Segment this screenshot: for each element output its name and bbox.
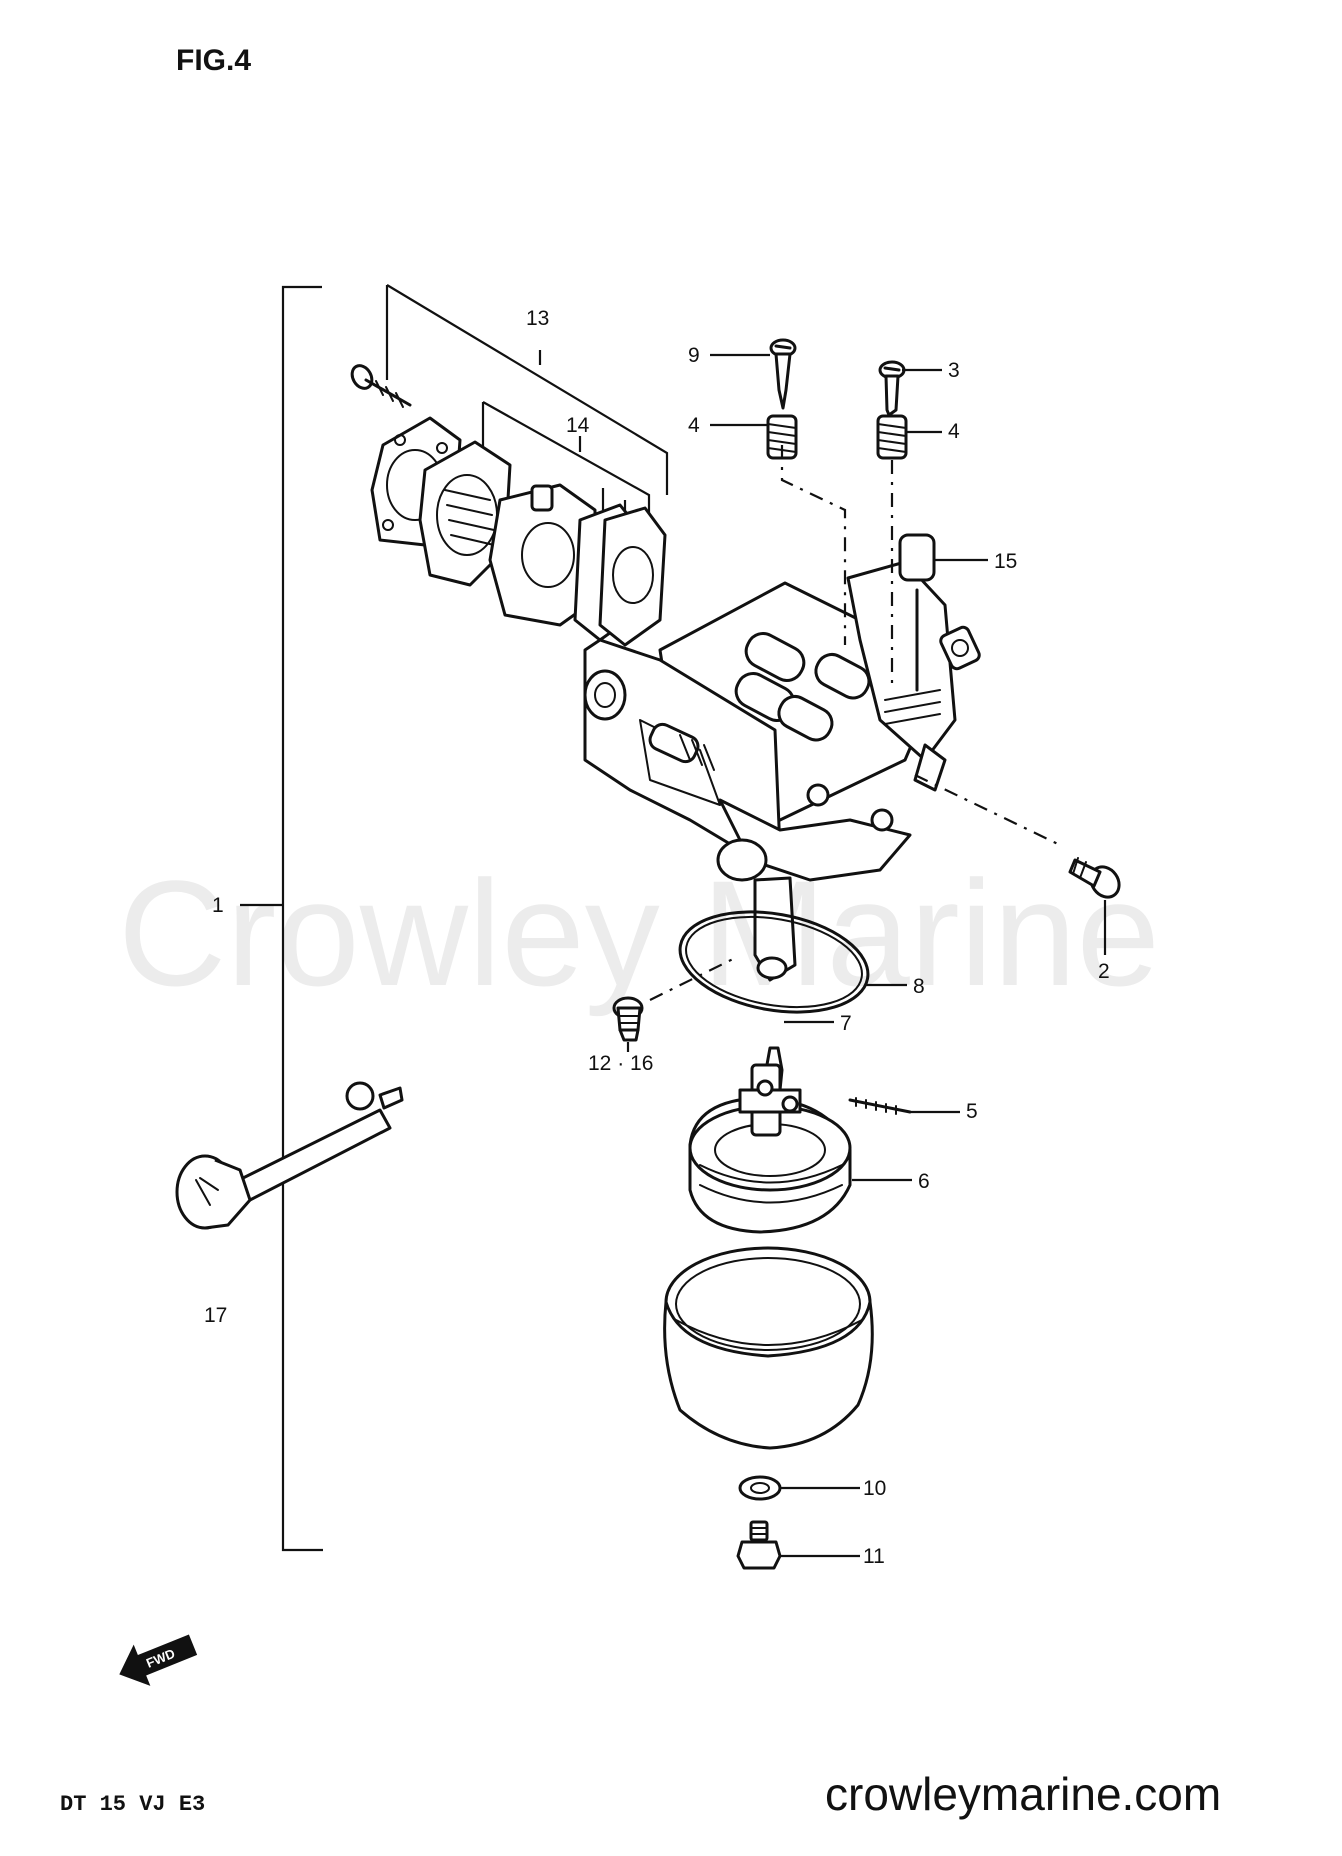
washer: [738, 1475, 782, 1501]
fuel-pump-assembly: [350, 364, 667, 647]
pilot-air-screw: [1068, 857, 1121, 899]
callout-numbers: 1 2 3 4 4 5 6 7 8 9 10 11 12 · 16 13 14 …: [204, 307, 1110, 1568]
callout-10: 10: [863, 1477, 886, 1500]
fwd-direction-arrow: FWD: [119, 1634, 198, 1686]
pilot-jet-screw: [769, 338, 797, 410]
callout-6: 6: [918, 1170, 930, 1193]
carburetor-body: [583, 533, 981, 982]
float: [688, 1063, 852, 1234]
throttle-stop-screw: [878, 360, 906, 417]
callout-3: 3: [948, 359, 960, 382]
callout-13: 13: [526, 307, 549, 330]
callout-15: 15: [994, 550, 1017, 573]
watermark-text: Crowley Marine: [118, 849, 1160, 1017]
callout-leaders: [626, 353, 1107, 1558]
callout-14: 14: [566, 414, 590, 437]
callout-9: 9: [688, 344, 700, 367]
drain-plug: [736, 1520, 782, 1570]
float-pin: [848, 1097, 912, 1115]
callout-4-right: 4: [948, 420, 960, 443]
pump-bolt: [350, 364, 412, 408]
callout-1: 1: [212, 894, 224, 917]
callout-12-16: 12 · 16: [588, 1052, 653, 1075]
float-bowl: [663, 1246, 874, 1450]
callout-5: 5: [966, 1100, 978, 1123]
figure-title: FIG.4: [176, 44, 251, 77]
float-chamber-gasket: [678, 910, 870, 1014]
callout-2: 2: [1098, 960, 1110, 983]
callout-17: 17: [204, 1304, 227, 1327]
alignment-lines: [649, 445, 1061, 1001]
spring-right: [876, 414, 908, 460]
callout-11: 11: [863, 1545, 885, 1568]
assembly-bracket: [240, 285, 323, 1552]
callout-8: 8: [913, 975, 925, 998]
choke-knob: [175, 1081, 404, 1230]
callout-4-left: 4: [688, 414, 700, 437]
main-jet: [612, 996, 644, 1042]
spring-left: [766, 414, 798, 460]
model-code: DT 15 VJ E3: [60, 1792, 205, 1817]
website-url[interactable]: crowleymarine.com: [825, 1768, 1221, 1820]
callout-7: 7: [840, 1012, 852, 1035]
